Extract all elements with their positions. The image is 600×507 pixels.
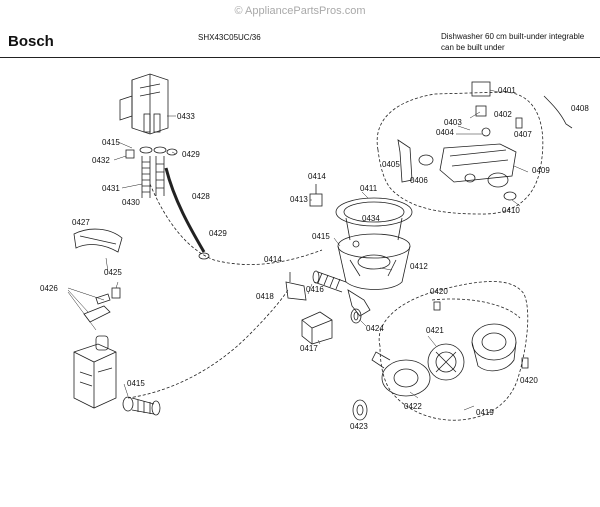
drain-hose-path <box>127 289 289 399</box>
label-0409: 0409 <box>532 166 550 175</box>
label-0415-top: 0415 <box>102 138 120 147</box>
clamp-0429-lower <box>198 252 210 260</box>
label-0426: 0426 <box>40 284 58 293</box>
valve-assembly-outline <box>376 91 544 215</box>
aquastop-module <box>73 335 117 409</box>
label-0416: 0416 <box>306 285 324 294</box>
label-0427: 0427 <box>72 218 90 227</box>
connector-0425 <box>111 287 121 299</box>
brand-name: Bosch <box>8 33 54 50</box>
drain-pump-0417 <box>301 311 333 345</box>
label-0418: 0418 <box>256 292 274 301</box>
ring-0404 <box>481 127 491 137</box>
heater-pump-0419 <box>471 323 517 372</box>
seal-0406 <box>418 154 434 166</box>
label-0404: 0404 <box>436 128 454 137</box>
hose-0405 <box>397 139 413 183</box>
label-0421: 0421 <box>426 326 444 335</box>
model-number: SHX43C05UC/36 <box>198 33 261 42</box>
screw-0415-sump <box>352 240 360 248</box>
label-0434: 0434 <box>362 214 380 223</box>
label-0429-lower: 0429 <box>209 229 227 238</box>
leader-lines <box>67 89 529 411</box>
label-0407: 0407 <box>514 130 532 139</box>
label-0405: 0405 <box>382 160 400 169</box>
label-0411: 0411 <box>360 184 378 193</box>
label-0425: 0425 <box>104 268 122 277</box>
label-0424: 0424 <box>366 324 384 333</box>
valve-body-0409 <box>439 143 517 188</box>
label-0413: 0413 <box>290 195 308 204</box>
appliance-description-line1: Dishwasher 60 cm built-under integrable <box>441 32 585 41</box>
label-0432: 0432 <box>92 156 110 165</box>
pipe-0416 <box>312 270 347 293</box>
label-0402: 0402 <box>494 110 512 119</box>
label-0433: 0433 <box>177 112 195 121</box>
header-divider <box>0 57 600 58</box>
valve-0407 <box>515 117 523 129</box>
label-0414-upper: 0414 <box>308 172 326 181</box>
corrugated-hose-0431 <box>153 146 167 196</box>
pump-pot-0412 <box>337 233 411 290</box>
cable-0408 <box>543 95 573 129</box>
hose-0428 <box>164 167 206 253</box>
fill-hose-path <box>149 183 323 265</box>
label-0415-lower: 0415 <box>127 379 145 388</box>
connector-pipe <box>347 289 371 317</box>
seal-0424 <box>350 308 362 324</box>
label-0414-lower: 0414 <box>264 255 282 264</box>
label-0420-upper: 0420 <box>430 287 448 296</box>
filter-sump-0411 <box>335 197 413 241</box>
corrugated-hose-0430 <box>139 146 153 198</box>
label-0428: 0428 <box>192 192 210 201</box>
seal-0423 <box>352 399 368 421</box>
label-0401: 0401 <box>498 86 516 95</box>
label-0422: 0422 <box>404 402 422 411</box>
clip-0420-lower <box>521 357 529 369</box>
valve-0402 <box>475 105 487 117</box>
volute-0422 <box>371 351 431 397</box>
watermark: © AppliancePartsPros.com <box>234 5 366 17</box>
label-0415-middle: 0415 <box>312 232 330 241</box>
coupling-0415-lower <box>122 396 161 416</box>
clamp-0410 <box>503 191 517 201</box>
label-0423: 0423 <box>350 422 368 431</box>
label-0408: 0408 <box>571 104 589 113</box>
valve-0401 <box>471 81 491 97</box>
label-0419: 0419 <box>476 408 494 417</box>
label-0420-lower: 0420 <box>520 376 538 385</box>
bracket-0418 <box>285 281 307 301</box>
label-0412: 0412 <box>410 262 428 271</box>
label-0410: 0410 <box>502 206 520 215</box>
cover-0427 <box>73 228 123 253</box>
bracket-0433 <box>119 73 169 135</box>
clip-0432 <box>125 149 135 159</box>
label-0429-upper: 0429 <box>182 150 200 159</box>
pump-assembly-outline <box>378 281 529 421</box>
appliance-description-line2: can be built under <box>441 43 505 52</box>
housing-0421 <box>427 343 465 381</box>
sensor-0426 <box>83 293 111 323</box>
label-0403: 0403 <box>444 118 462 127</box>
clamp-0429-upper <box>166 148 178 156</box>
label-0431: 0431 <box>102 184 120 193</box>
label-0430: 0430 <box>122 198 140 207</box>
clip-0420-upper <box>433 301 441 311</box>
label-0406: 0406 <box>410 176 428 185</box>
label-0417: 0417 <box>300 344 318 353</box>
heater-dashed-link <box>431 298 521 319</box>
